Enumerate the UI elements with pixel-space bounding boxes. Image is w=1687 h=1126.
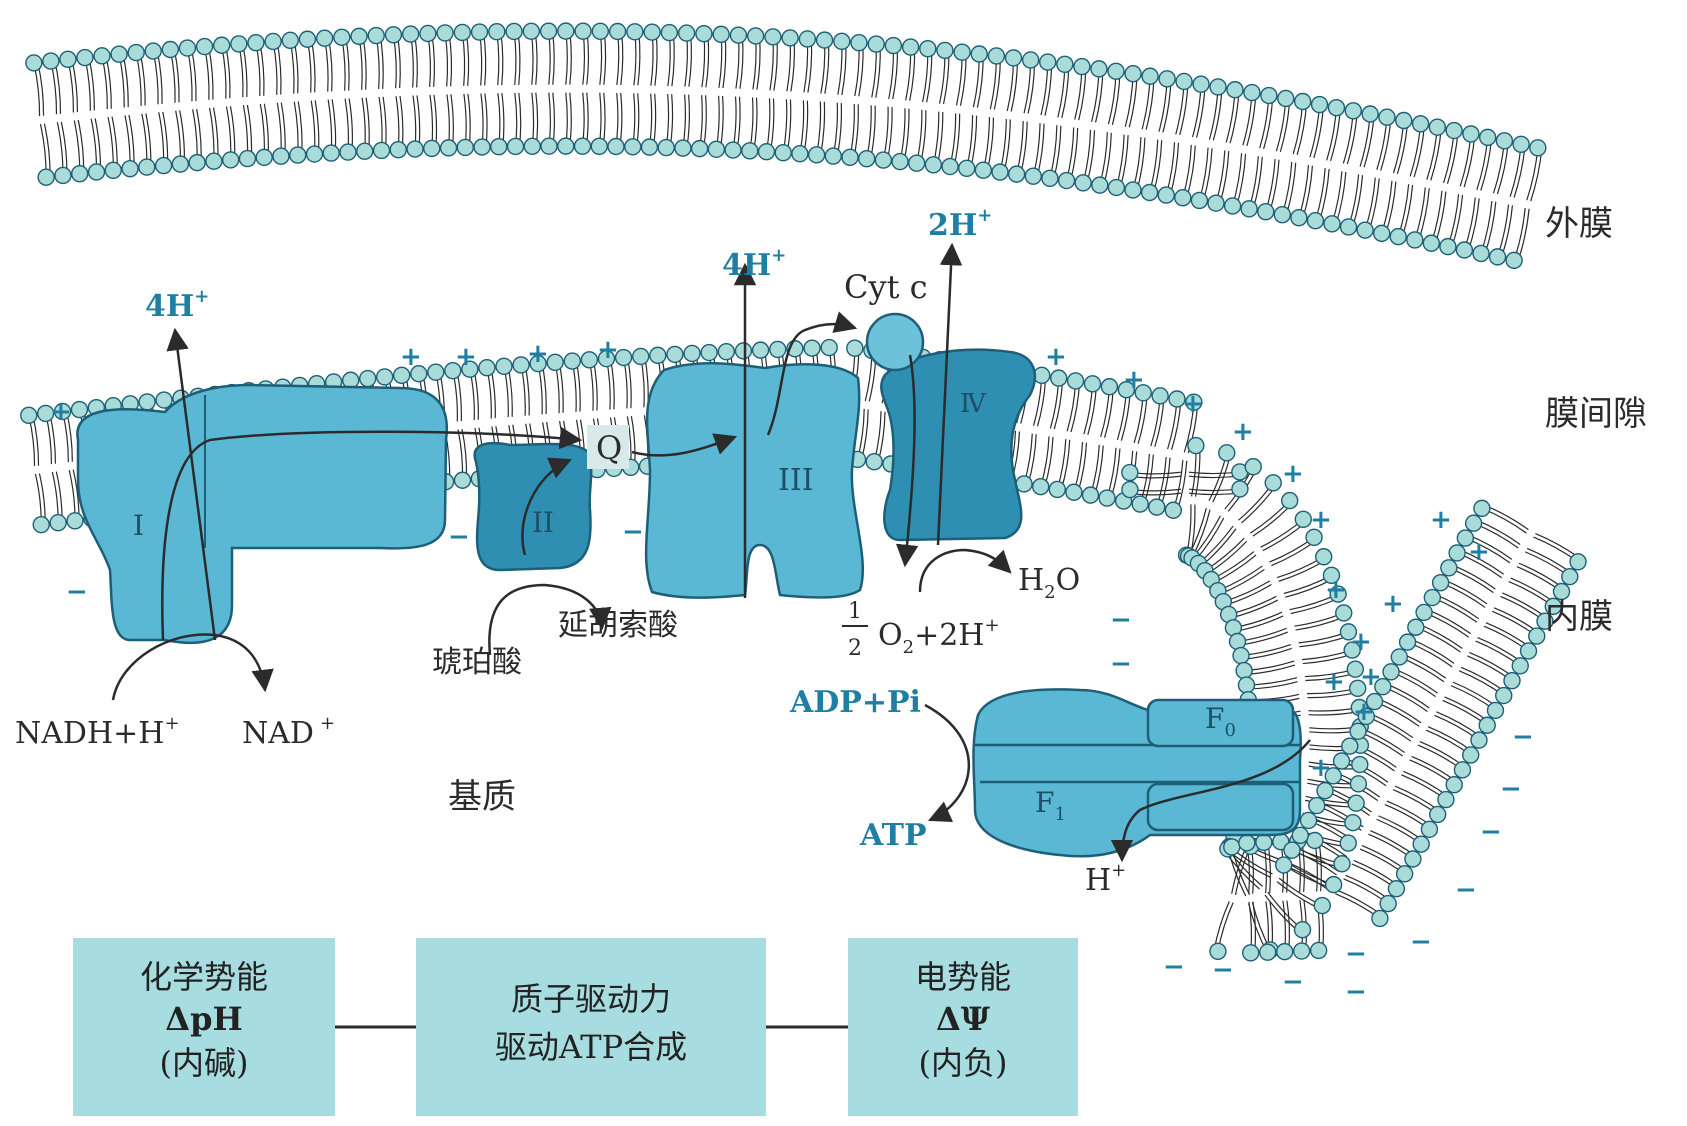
delta-ph: ΔpH [165,1000,242,1038]
fumarate-label: 延胡索酸 [558,608,678,643]
svg-text:−: − [1110,649,1132,679]
energy-boxes: 化学势能 ΔpH (内碱) 质子驱动力 驱动ATP合成 电势能 ΔΨ (内负) [73,938,1078,1116]
ubiquinone-box [587,425,629,469]
complex-iv-label: Ⅳ [960,389,987,419]
svg-text:+: + [1382,589,1404,619]
complex-i-protons: 4H+ [145,286,209,324]
oxygen-equation: 1 2 O2+2H+ [842,599,1000,661]
adp-label: ADP+Pi [789,685,921,720]
svg-text:+: + [1353,697,1375,727]
outer-membrane [25,22,1547,270]
complex-iv-protons: 2H+ [928,205,992,243]
matrix-label: 基质 [448,777,516,817]
atp-label: ATP [859,818,927,853]
svg-text:−: − [1512,722,1534,752]
svg-text:1: 1 [848,599,862,624]
succinate-label: 琥珀酸 [432,645,522,680]
svg-text:+: + [400,342,422,372]
proton-motive-force-title: 质子驱动力 [511,980,671,1018]
f1-label: F1 [1035,786,1066,825]
complex-iv: Ⅳ [880,348,1037,542]
svg-text:+: + [1323,667,1345,697]
svg-text:−: − [1455,875,1477,905]
electric-potential-box [848,938,1078,1116]
delta-psi: ΔΨ [936,1000,991,1038]
outer-membrane-label: 外膜 [1545,204,1613,244]
nad-label: NAD+ [242,713,335,751]
f0-label: F0 [1205,702,1236,741]
complex-i: I [76,383,449,645]
drives-atp-synthesis: 驱动ATP合成 [495,1028,687,1066]
svg-text:+: + [1350,627,1372,657]
svg-text:+: + [1430,505,1452,535]
svg-text:+: + [1282,459,1304,489]
svg-text:−: − [1345,939,1367,969]
atp-synthase: F0 F1 [972,688,1302,858]
svg-text:+: + [455,342,477,372]
electric-potential-title: 电势能 [915,958,1011,996]
svg-text:+: + [1468,537,1490,567]
complex-i-label: I [133,509,144,542]
complex-ii: II [473,441,593,572]
svg-text:−: − [622,517,644,547]
cytc-label: Cyt c [844,268,928,306]
cytochrome-c [865,312,925,372]
complex-ii-label: II [532,506,554,539]
inner-membrane-label: 内膜 [1545,597,1613,637]
svg-text:−: − [1480,817,1502,847]
svg-text:−: − [1163,952,1185,982]
svg-text:+: + [597,335,619,365]
water-label: H2O [1018,563,1080,603]
proton-motive-force-box [416,938,766,1116]
charge-signs: ++++++++++++++++++++−−−−−−−−−−−−−−− [50,335,1534,1007]
svg-text:−: − [1110,605,1132,635]
svg-text:−: − [66,577,88,607]
intermembrane-space-label: 膜间隙 [1545,394,1647,434]
svg-text:+: + [1123,365,1145,395]
svg-text:+: + [527,339,549,369]
svg-text:+: + [50,397,72,427]
svg-text:−: − [448,522,470,552]
inside-alkaline: (内碱) [160,1044,249,1082]
svg-text:+: + [1310,505,1332,535]
svg-text:O2+2H+: O2+2H+ [878,615,1000,658]
svg-text:−: − [1500,774,1522,804]
inside-negative: (内负) [919,1044,1008,1082]
chemical-potential-title: 化学势能 [140,958,268,996]
svg-text:+: + [1360,662,1382,692]
svg-text:2: 2 [848,636,862,661]
svg-text:+: + [1045,342,1067,372]
svg-text:−: − [1410,927,1432,957]
flow-arrows [111,242,1311,863]
svg-text:+: + [1182,389,1204,419]
complex-iii-label: III [778,463,814,498]
svg-text:−: − [1212,955,1234,985]
svg-text:+: + [1232,417,1254,447]
ubiquinone-label: Q [596,429,622,467]
svg-text:+: + [1310,753,1332,783]
svg-text:−: − [1345,977,1367,1007]
svg-text:−: − [1282,967,1304,997]
svg-text:+: + [1325,575,1347,605]
complex-iii: III [644,362,864,599]
nadh-label: NADH+H+ [15,713,180,751]
chemical-potential-box [73,938,335,1116]
complex-iii-protons: 4H+ [722,245,786,283]
proton-inflow: H+ [1085,860,1126,898]
